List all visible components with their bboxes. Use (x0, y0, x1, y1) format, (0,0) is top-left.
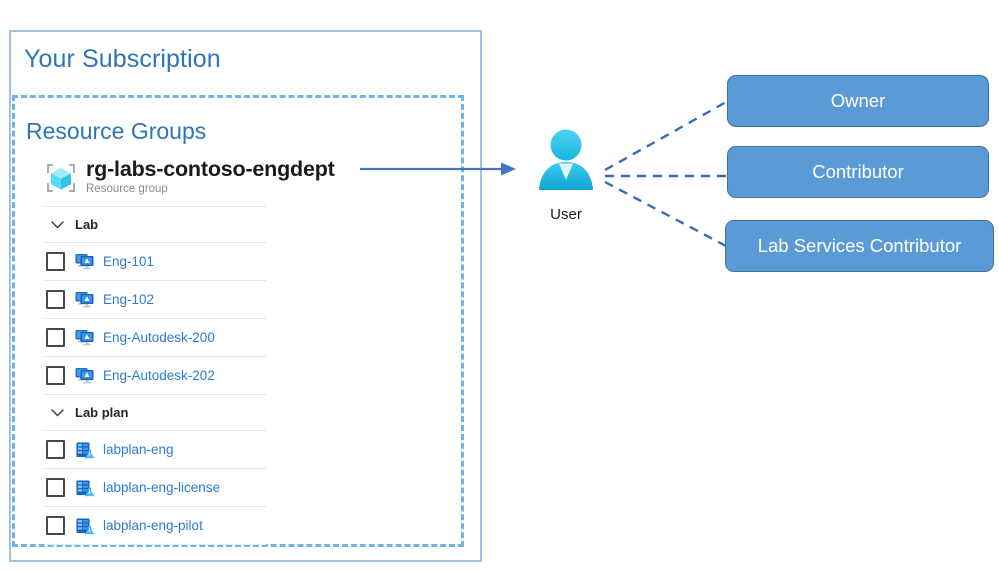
chevron-down-icon[interactable] (49, 404, 66, 421)
list-item-label: Eng-101 (103, 254, 155, 269)
list-item-label: Eng-Autodesk-200 (103, 330, 215, 345)
user-label: User (550, 206, 582, 223)
lab-plan-icon (75, 440, 95, 460)
list-item[interactable]: Eng-101 (44, 243, 266, 280)
lab-plan-icon (75, 516, 95, 536)
resource-groups-title: Resource Groups (26, 118, 207, 144)
list-item[interactable]: labplan-eng-pilot (44, 507, 266, 544)
resource-group-cube-icon (44, 161, 78, 195)
resource-tree: Lab Eng-101 (44, 206, 266, 545)
list-item[interactable]: Eng-Autodesk-200 (44, 319, 266, 356)
tree-divider (44, 506, 266, 507)
rg-to-user-arrow (360, 158, 520, 185)
lab-plan-icon (75, 478, 95, 498)
list-item-label: Eng-102 (103, 292, 155, 307)
tree-divider (44, 318, 266, 319)
row-checkbox[interactable] (46, 328, 65, 347)
tree-divider (44, 356, 266, 357)
virtual-machine-icon (75, 366, 95, 386)
tree-divider (44, 544, 266, 545)
role-box-owner[interactable]: Owner (727, 75, 989, 127)
row-checkbox[interactable] (46, 252, 65, 271)
tree-divider (44, 242, 266, 243)
row-checkbox[interactable] (46, 290, 65, 309)
role-box-lab-services-contributor[interactable]: Lab Services Contributor (725, 220, 994, 272)
resource-group-text: rg-labs-contoso-engdept Resource group (86, 157, 335, 196)
tree-divider (44, 206, 266, 207)
group-header-lab[interactable]: Lab (44, 207, 266, 242)
chevron-down-icon[interactable] (49, 216, 66, 233)
list-item-label: labplan-eng-pilot (103, 518, 203, 533)
user-person-icon (539, 129, 593, 190)
list-item[interactable]: Eng-102 (44, 281, 266, 318)
virtual-machine-icon (75, 328, 95, 348)
list-item-label: Eng-Autodesk-202 (103, 368, 215, 383)
row-checkbox[interactable] (46, 478, 65, 497)
resource-groups-container (12, 95, 464, 547)
subscription-title: Your Subscription (24, 45, 221, 73)
resource-group-row[interactable]: rg-labs-contoso-engdept Resource group (44, 157, 335, 196)
tree-divider (44, 280, 266, 281)
tree-divider (44, 394, 266, 395)
list-item-label: labplan-eng-license (103, 480, 221, 495)
group-label: Lab plan (75, 405, 129, 420)
resource-group-name: rg-labs-contoso-engdept (86, 157, 335, 181)
role-box-contributor[interactable]: Contributor (727, 146, 989, 198)
row-checkbox[interactable] (46, 366, 65, 385)
resource-group-subtitle: Resource group (86, 183, 168, 195)
list-item[interactable]: labplan-eng (44, 431, 266, 468)
user-node: User (525, 126, 607, 223)
user-to-role-connectors (600, 75, 735, 270)
row-checkbox[interactable] (46, 516, 65, 535)
list-item-label: labplan-eng (103, 442, 174, 457)
row-checkbox[interactable] (46, 440, 65, 459)
list-item[interactable]: Eng-Autodesk-202 (44, 357, 266, 394)
role-label: Lab Services Contributor (757, 235, 962, 256)
tree-divider (44, 430, 266, 431)
list-item[interactable]: labplan-eng-license (44, 469, 266, 506)
virtual-machine-icon (75, 290, 95, 310)
role-label: Owner (830, 90, 886, 111)
group-label: Lab (75, 217, 99, 232)
virtual-machine-icon (75, 252, 95, 272)
role-label: Contributor (812, 161, 904, 182)
group-header-lab-plan[interactable]: Lab plan (44, 395, 266, 430)
tree-divider (44, 468, 266, 469)
